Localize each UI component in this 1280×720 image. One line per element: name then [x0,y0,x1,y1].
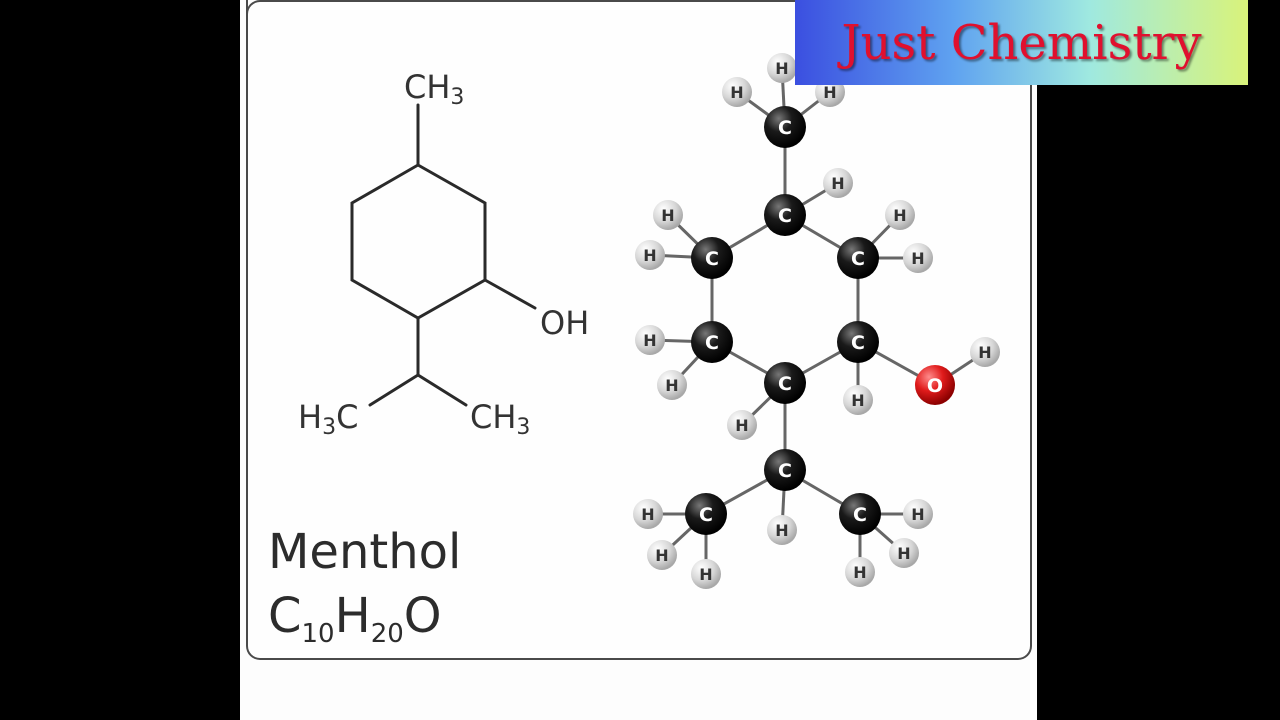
hydrogen-atom-label: H [911,249,924,268]
carbon-atom-label: C [778,460,792,482]
oxygen-atom-label: O [927,375,943,397]
carbon-atom-label: C [851,248,865,270]
carbon-atom: C [837,321,879,363]
hydrogen-atom: H [635,240,665,270]
hydrogen-atom-label: H [643,246,656,265]
carbon-atom-label: C [851,332,865,354]
carbon-atom-label: C [699,504,713,526]
carbon-atom: C [764,106,806,148]
carbon-atom: C [764,362,806,404]
hydrogen-atom-label: H [823,83,836,102]
carbon-atom-label: C [705,248,719,270]
hydrogen-atom: H [823,168,853,198]
carbon-atom-label: C [778,373,792,395]
hydrogen-atom-label: H [775,59,788,78]
hydrogen-atom-label: H [641,505,654,524]
hydrogen-atom-label: H [911,505,924,524]
hydrogen-atom: H [727,410,757,440]
hydrogen-atom-label: H [643,331,656,350]
hydrogen-atom: H [767,53,797,83]
hydrogen-atom-label: H [851,391,864,410]
oxygen-atom: O [915,365,955,405]
brand-label: Just Chemistry [841,14,1202,71]
hydrogen-atom-label: H [661,206,674,225]
hydrogen-atom-label: H [775,521,788,540]
hydrogen-atom: H [845,557,875,587]
molecule-name: Menthol [268,524,462,580]
hydrogen-atom: H [885,200,915,230]
carbon-atom-label: C [705,332,719,354]
hydrogen-atom-label: H [655,546,668,565]
carbon-atom-label: C [778,205,792,227]
hydrogen-atom: H [647,540,677,570]
carbon-atom-label: C [853,504,867,526]
hydrogen-atom: H [903,243,933,273]
carbon-atom-label: C [778,117,792,139]
hydrogen-atom: H [970,337,1000,367]
carbon-atom: C [691,237,733,279]
hydrogen-atom: H [653,200,683,230]
hydrogen-atom-label: H [665,376,678,395]
carbon-atom: C [837,237,879,279]
hydrogen-atom: H [889,538,919,568]
carbon-atom: C [764,449,806,491]
hydrogen-atom-label: H [853,563,866,582]
hydrogen-atom: H [691,559,721,589]
brand-banner: Just Chemistry [795,0,1248,85]
hydrogen-atom: H [722,77,752,107]
hydrogen-atom-label: H [893,206,906,225]
hydroxyl-label: OH [540,304,589,342]
hydrogen-atom: H [767,515,797,545]
hydrogen-atom: H [903,499,933,529]
hydrogen-atom-label: H [730,83,743,102]
hydrogen-atom-label: H [699,565,712,584]
hydrogen-atom-label: H [831,174,844,193]
hydrogen-atom-label: H [978,343,991,362]
hydrogen-atom: H [635,325,665,355]
carbon-atom: C [764,194,806,236]
hydrogen-atom: H [843,385,873,415]
carbon-atom: C [691,321,733,363]
carbon-atom: C [839,493,881,535]
hydrogen-atom: H [657,370,687,400]
hydrogen-atom-label: H [897,544,910,563]
hydrogen-atom: H [633,499,663,529]
molecular-formula: C10H20O [268,588,442,649]
carbon-atom: C [685,493,727,535]
hydrogen-atom-label: H [735,416,748,435]
